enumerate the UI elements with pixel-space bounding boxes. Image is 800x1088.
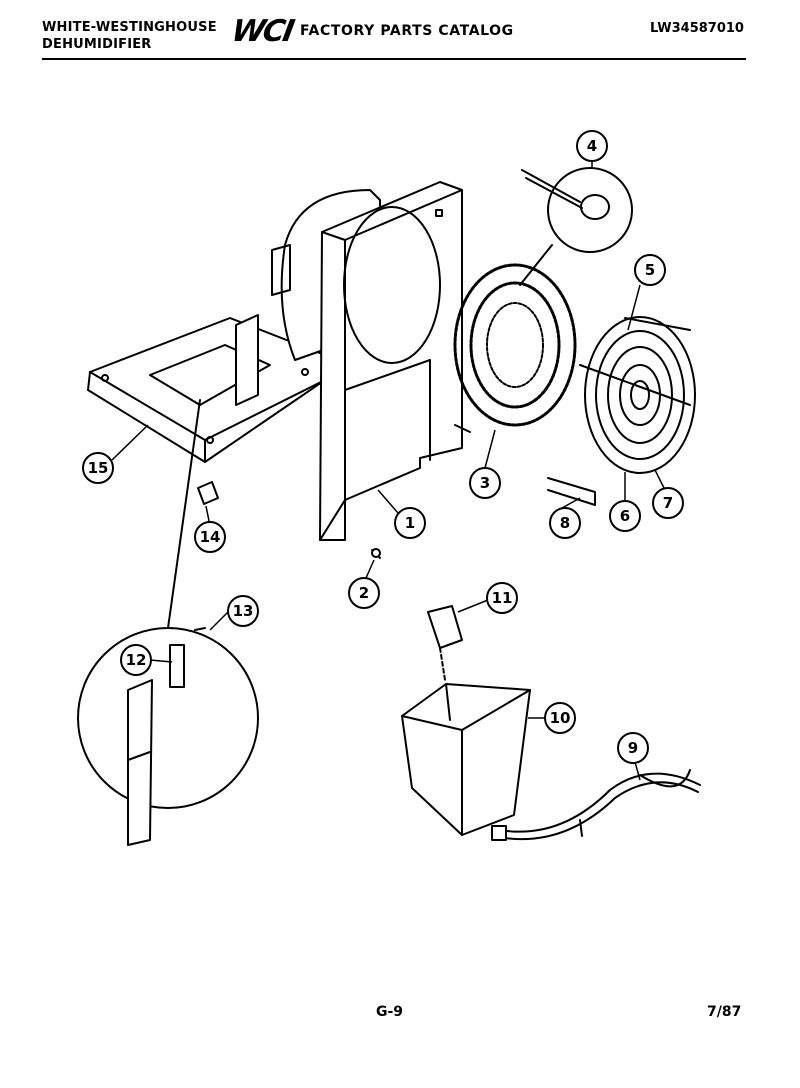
brand-line-2: DEHUMIDIFIER [42,37,152,52]
svg-text:5: 5 [645,261,655,279]
svg-text:2: 2 [359,584,369,602]
front-panel [319,181,463,541]
water-bucket [401,683,531,836]
svg-text:8: 8 [560,514,570,532]
callout-13: 13 [227,595,259,627]
switch-detail [77,399,259,846]
callout-12: 12 [120,644,152,676]
header-rule [42,58,746,60]
callout-9: 9 [617,732,649,764]
svg-text:15: 15 [88,459,109,477]
callout-10: 10 [544,702,576,734]
callout-11: 11 [486,582,518,614]
svg-text:11: 11 [492,589,513,607]
callout-7: 7 [652,487,684,519]
callout-14: 14 [194,521,226,553]
svg-text:14: 14 [200,528,221,546]
callout-2: 2 [348,577,380,609]
clip [197,481,219,505]
svg-text:3: 3 [480,474,490,492]
model-number: LW34587010 [650,21,744,36]
callout-5: 5 [634,254,666,286]
float [427,605,463,681]
screw [371,548,381,559]
power-cord [491,769,701,841]
page-number: G-9 [376,1004,404,1020]
svg-text:4: 4 [587,137,597,155]
svg-text:6: 6 [620,507,630,525]
drain-bracket [235,314,259,406]
evaporator-coil [579,316,696,474]
heater-coil [453,263,577,433]
callout-3: 3 [469,467,501,499]
svg-text:12: 12 [126,651,147,669]
svg-text:1: 1 [405,514,415,532]
thermostat-detail [519,167,633,286]
callout-1: 1 [394,507,426,539]
svg-text:10: 10 [550,709,571,727]
callout-6: 6 [609,500,641,532]
svg-text:9: 9 [628,739,638,757]
callout-15: 15 [82,452,114,484]
wire-bracket [547,477,596,506]
callout-8: 8 [549,507,581,539]
brand-line-1: WHITE-WESTINGHOUSE [42,20,217,35]
svg-text:13: 13 [233,602,254,620]
catalog-date: 7/87 [707,1004,742,1020]
callout-4: 4 [576,130,608,162]
svg-text:7: 7 [663,494,673,512]
catalog-title: FACTORY PARTS CATALOG [300,23,514,39]
